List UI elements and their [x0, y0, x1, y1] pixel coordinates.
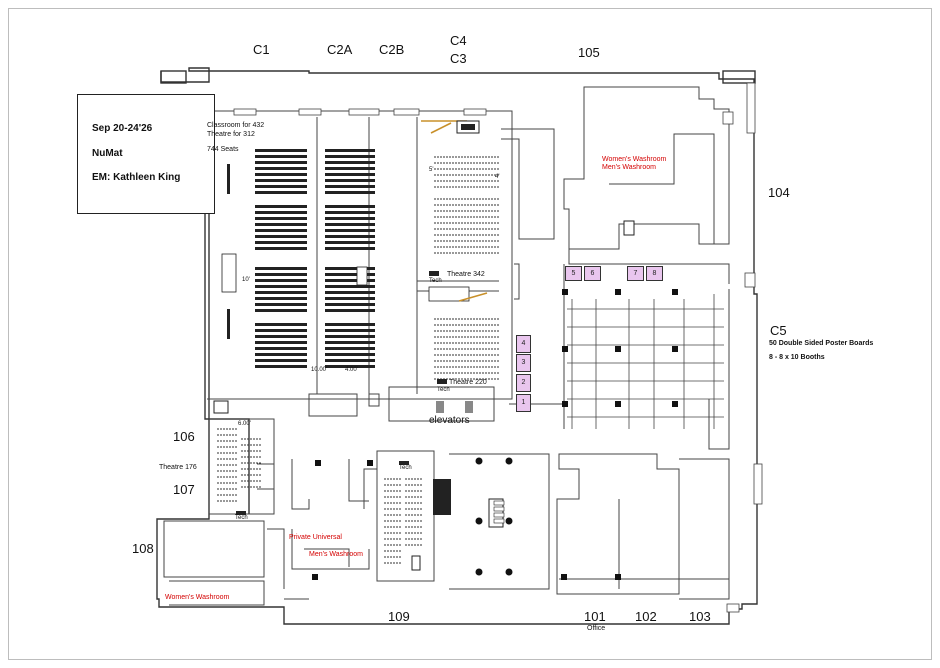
floor-plan-drawing: [156, 67, 763, 625]
stairs: [434, 480, 505, 524]
washroom-women-upper[interactable]: Women's Washroom: [602, 156, 667, 163]
booth-1[interactable]: 1: [516, 394, 531, 412]
room-c5-label[interactable]: C5: [770, 323, 787, 338]
outer-walls: [156, 67, 758, 625]
room-c3-label[interactable]: C3: [450, 51, 467, 66]
tech-label-220: Tech: [437, 387, 450, 393]
room-104-label[interactable]: 104: [768, 185, 790, 200]
theatre-176-label: Theatre 176: [159, 464, 197, 471]
room-109-label[interactable]: 109: [388, 609, 410, 624]
floor-plan-page: Sep 20-24'26 NuMat EM: Kathleen King C1 …: [8, 8, 932, 660]
room-103-label[interactable]: 103: [689, 609, 711, 624]
booth-2[interactable]: 2: [516, 374, 531, 392]
event-dates: Sep 20-24'26: [92, 123, 153, 134]
booth-3[interactable]: 3: [516, 354, 531, 372]
dimension-10-00: 10.00': [311, 367, 328, 373]
equipment: [213, 120, 635, 571]
booth-count-label: 8 - 8 x 10 Booths: [769, 354, 825, 361]
dimension-4-00: 4.00': [345, 367, 358, 373]
washroom-private-universal[interactable]: Private Universal: [289, 534, 342, 541]
room-c4-label[interactable]: C4: [450, 33, 467, 48]
tech-label-342: Tech: [429, 278, 442, 284]
washroom-women-lower[interactable]: Women's Washroom: [165, 594, 230, 601]
booth-7[interactable]: 7: [627, 266, 644, 281]
classroom-capacity: Classroom for 432: [207, 122, 265, 129]
dimension-10: 10': [242, 277, 250, 283]
booth-8[interactable]: 8: [646, 266, 663, 281]
event-manager: EM: Kathleen King: [92, 172, 181, 183]
tech-label-107: Tech: [235, 515, 248, 521]
c4-seating: [217, 156, 499, 564]
washroom-men-lower[interactable]: Men's Washroom: [309, 551, 363, 558]
event-name: NuMat: [92, 148, 123, 159]
stage-blocks: [221, 253, 470, 302]
room-107-label[interactable]: 107: [173, 482, 195, 497]
room-101-label[interactable]: 101: [584, 609, 606, 624]
room-108-label[interactable]: 108: [132, 541, 154, 556]
booth-5[interactable]: 5: [565, 266, 582, 281]
wall-details: [233, 82, 763, 613]
c1-seating: [227, 149, 375, 368]
theatre-342-label: Theatre 342: [447, 271, 485, 278]
room-102-label[interactable]: 102: [635, 609, 657, 624]
room-c2b-label[interactable]: C2B: [379, 42, 405, 57]
theatre-220-label: Theatre 220: [449, 379, 487, 386]
elevators-label[interactable]: elevators: [429, 415, 470, 426]
washroom-men-upper[interactable]: Men's Washroom: [602, 164, 656, 171]
poster-boards-label: 50 Double Sided Poster Boards: [769, 340, 874, 347]
dimension-4: 4': [495, 174, 500, 180]
dimension-6-00: 6.00': [238, 421, 251, 427]
dimension-5: 5': [429, 167, 434, 173]
theatre-capacity: Theatre for 312: [207, 131, 255, 138]
office-label: Office: [587, 625, 606, 632]
room-c2a-label[interactable]: C2A: [327, 42, 353, 57]
seat-count: 744 Seats: [207, 146, 239, 153]
booth-4[interactable]: 4: [516, 335, 531, 353]
room-c1-label[interactable]: C1: [253, 42, 270, 57]
room-106-label[interactable]: 106: [173, 429, 195, 444]
event-info-box: Sep 20-24'26 NuMat EM: Kathleen King: [77, 94, 215, 214]
pillars: [312, 289, 678, 580]
poster-boards: [567, 294, 724, 429]
tech-label-109: Tech: [399, 465, 412, 471]
booth-6[interactable]: 6: [584, 266, 601, 281]
room-105-label[interactable]: 105: [578, 45, 600, 60]
